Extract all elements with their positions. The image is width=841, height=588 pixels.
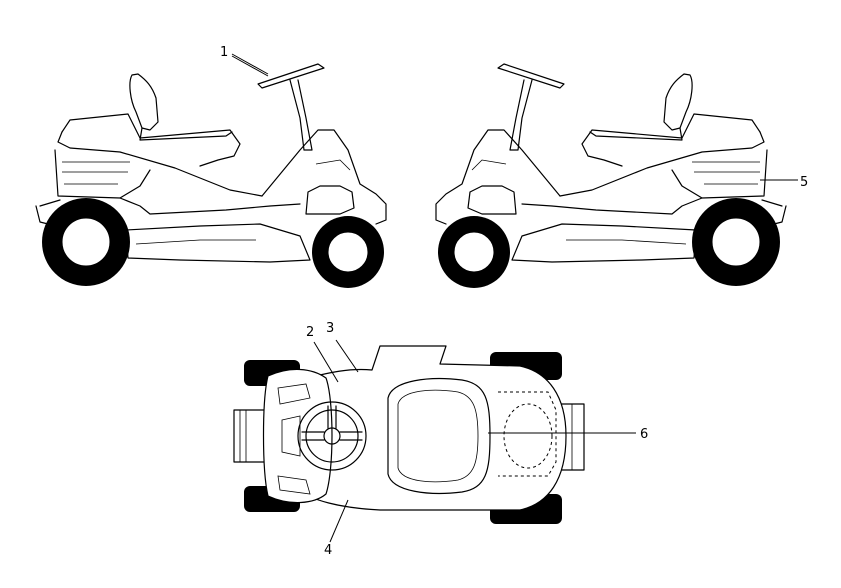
svg-text:3: 3 — [326, 321, 334, 336]
mower-right-side-view — [435, 63, 787, 288]
top-steering-wheel — [297, 401, 367, 471]
mower-left-side-view — [35, 63, 387, 288]
callout-3: 3 — [326, 321, 359, 373]
svg-text:6: 6 — [640, 427, 648, 442]
svg-text:2: 2 — [306, 325, 314, 340]
svg-text:1: 1 — [220, 45, 228, 60]
svg-text:4: 4 — [324, 543, 332, 558]
mower-top-view — [233, 345, 585, 524]
top-seat — [387, 378, 491, 494]
svg-text:5: 5 — [800, 175, 808, 190]
callout-1: 1 — [220, 45, 269, 77]
callout-6: 6 — [488, 427, 648, 442]
callout-5: 5 — [760, 175, 808, 190]
callout-4: 4 — [324, 499, 349, 558]
callout-2: 2 — [306, 325, 339, 383]
